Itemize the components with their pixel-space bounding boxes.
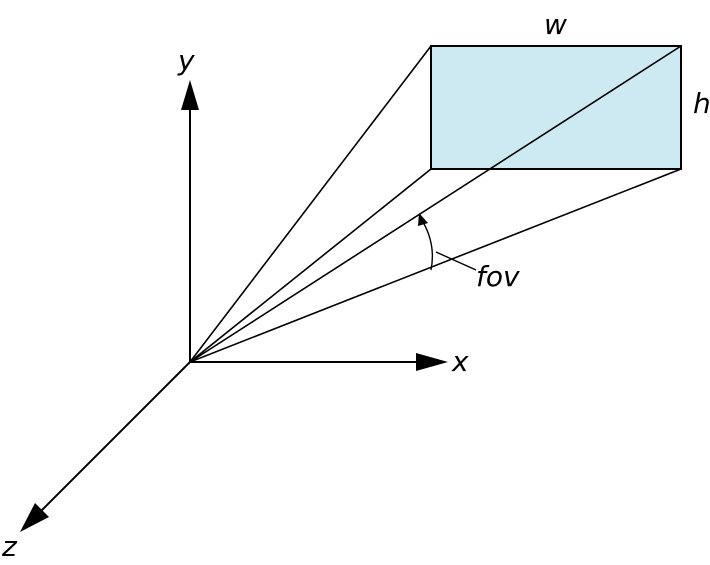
y-axis-arrowhead bbox=[181, 80, 199, 110]
fov-leader-line bbox=[435, 251, 477, 271]
frustum-ray-bottom-right bbox=[189, 168, 682, 363]
fov-arrowhead bbox=[418, 213, 428, 226]
z-axis-label: z bbox=[1, 530, 18, 563]
z-axis-arrowhead bbox=[20, 503, 49, 532]
fov-label: fov bbox=[476, 260, 520, 293]
width-label: w bbox=[544, 8, 567, 41]
y-axis-label: y bbox=[177, 44, 195, 77]
frustum-ray-top-left bbox=[189, 45, 432, 363]
frustum-ray-top-right bbox=[189, 45, 682, 363]
fov-arc bbox=[422, 221, 434, 271]
z-axis-line bbox=[37, 361, 191, 515]
frustum-ray-bottom-left bbox=[189, 168, 432, 363]
x-axis-arrowhead bbox=[416, 353, 448, 371]
height-label: h bbox=[693, 87, 710, 120]
view-plane-rectangle bbox=[430, 45, 682, 170]
x-axis-label: x bbox=[451, 345, 469, 378]
